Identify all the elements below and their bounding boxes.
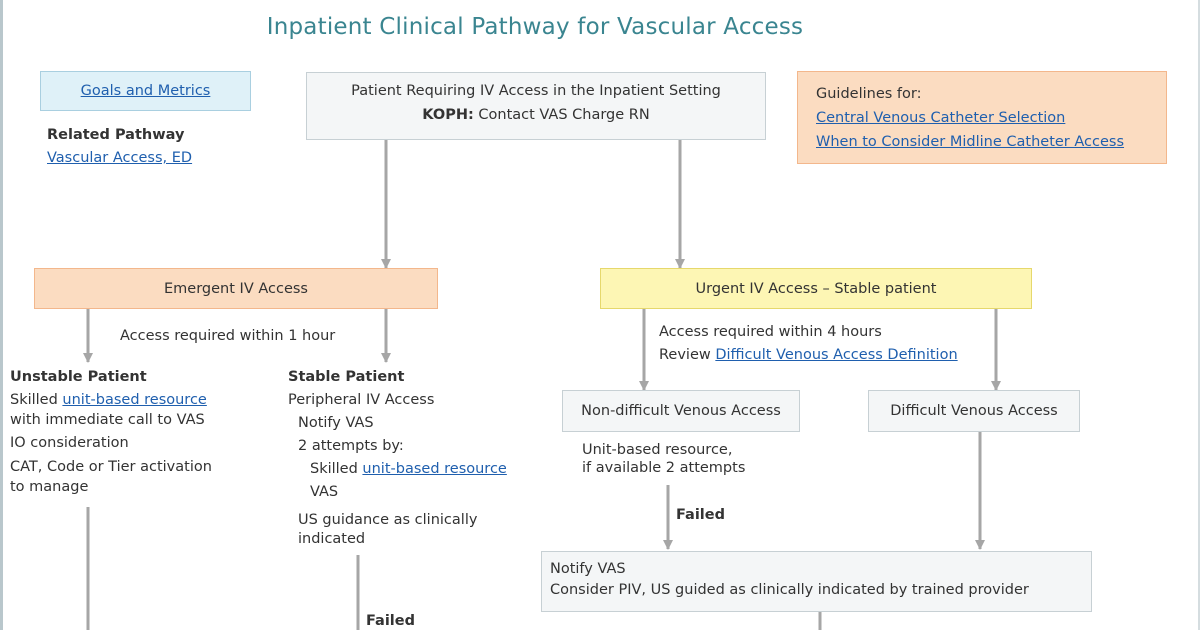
notify-line-2: Consider PIV, US guided as clinically in… [550, 582, 1029, 598]
left-border [0, 0, 3, 630]
unstable-heading: Unstable Patient [10, 369, 147, 385]
stable-heading: Stable Patient [288, 369, 405, 385]
related-pathway-link[interactable]: Vascular Access, ED [47, 150, 193, 166]
unstable-unit-resource-link[interactable]: unit-based resource [62, 392, 207, 408]
nondifficult-note-2: if available 2 attempts [582, 460, 746, 476]
stable-line-2: Notify VAS [298, 415, 374, 431]
stable-line-7: indicated [298, 531, 366, 547]
stable-line-6: US guidance as clinically [298, 512, 478, 528]
urgent-timing: Access required within 4 hours [659, 324, 882, 340]
review-prefix: Review [659, 347, 716, 363]
urgent-box: Urgent IV Access – Stable patient [600, 268, 1032, 309]
unstable-line-5: to manage [10, 479, 89, 495]
koph-line: KOPH: Contact VAS Charge RN [307, 103, 765, 127]
koph-label: KOPH: [422, 107, 474, 123]
stable-failed-label: Failed [366, 613, 415, 629]
emergent-box: Emergent IV Access [34, 268, 438, 309]
nondifficult-note-1: Unit-based resource, [582, 442, 733, 458]
stable-line-4: Skilled unit-based resource [310, 458, 507, 480]
nondifficult-box: Non-difficult Venous Access [562, 390, 800, 432]
goals-metrics-link[interactable]: Goals and Metrics [80, 83, 211, 99]
goals-metrics-box[interactable]: Goals and Metrics [40, 71, 251, 111]
unstable-line-2: with immediate call to VAS [10, 412, 205, 428]
unstable-line-3: IO consideration [10, 435, 129, 451]
difficult-box: Difficult Venous Access [868, 390, 1080, 432]
stable-line-3: 2 attempts by: [298, 438, 404, 454]
koph-text: Contact VAS Charge RN [478, 107, 650, 123]
unstable-line-4: CAT, Code or Tier activation [10, 459, 212, 475]
notify-vas-box: Notify VAS Consider PIV, US guided as cl… [541, 551, 1092, 612]
right-border [1198, 0, 1200, 630]
stable-line-1: Peripheral IV Access [288, 392, 435, 408]
notify-line-1: Notify VAS [550, 561, 626, 577]
nondifficult-failed-label: Failed [676, 507, 725, 523]
difficult-access-definition-link[interactable]: Difficult Venous Access Definition [715, 347, 958, 363]
page-title: Inpatient Clinical Pathway for Vascular … [266, 14, 804, 40]
urgent-review: Review Difficult Venous Access Definitio… [659, 344, 958, 366]
unstable-line-1: Skilled unit-based resource [10, 389, 207, 411]
stable-l4-prefix: Skilled [310, 461, 363, 477]
stable-line-5: VAS [310, 484, 339, 500]
guideline-link-midline[interactable]: When to Consider Midline Catheter Access [816, 134, 1125, 150]
guideline-link-cvc[interactable]: Central Venous Catheter Selection [816, 110, 1066, 126]
guidelines-heading: Guidelines for: [816, 86, 922, 102]
guidelines-box: Guidelines for: Central Venous Catheter … [797, 71, 1167, 164]
start-line: Patient Requiring IV Access in the Inpat… [351, 83, 721, 99]
start-box: Patient Requiring IV Access in the Inpat… [306, 72, 766, 140]
stable-unit-resource-link[interactable]: unit-based resource [362, 461, 507, 477]
related-pathway-heading: Related Pathway [47, 127, 185, 143]
emergent-timing: Access required within 1 hour [120, 328, 336, 344]
unstable-l1-prefix: Skilled [10, 392, 63, 408]
